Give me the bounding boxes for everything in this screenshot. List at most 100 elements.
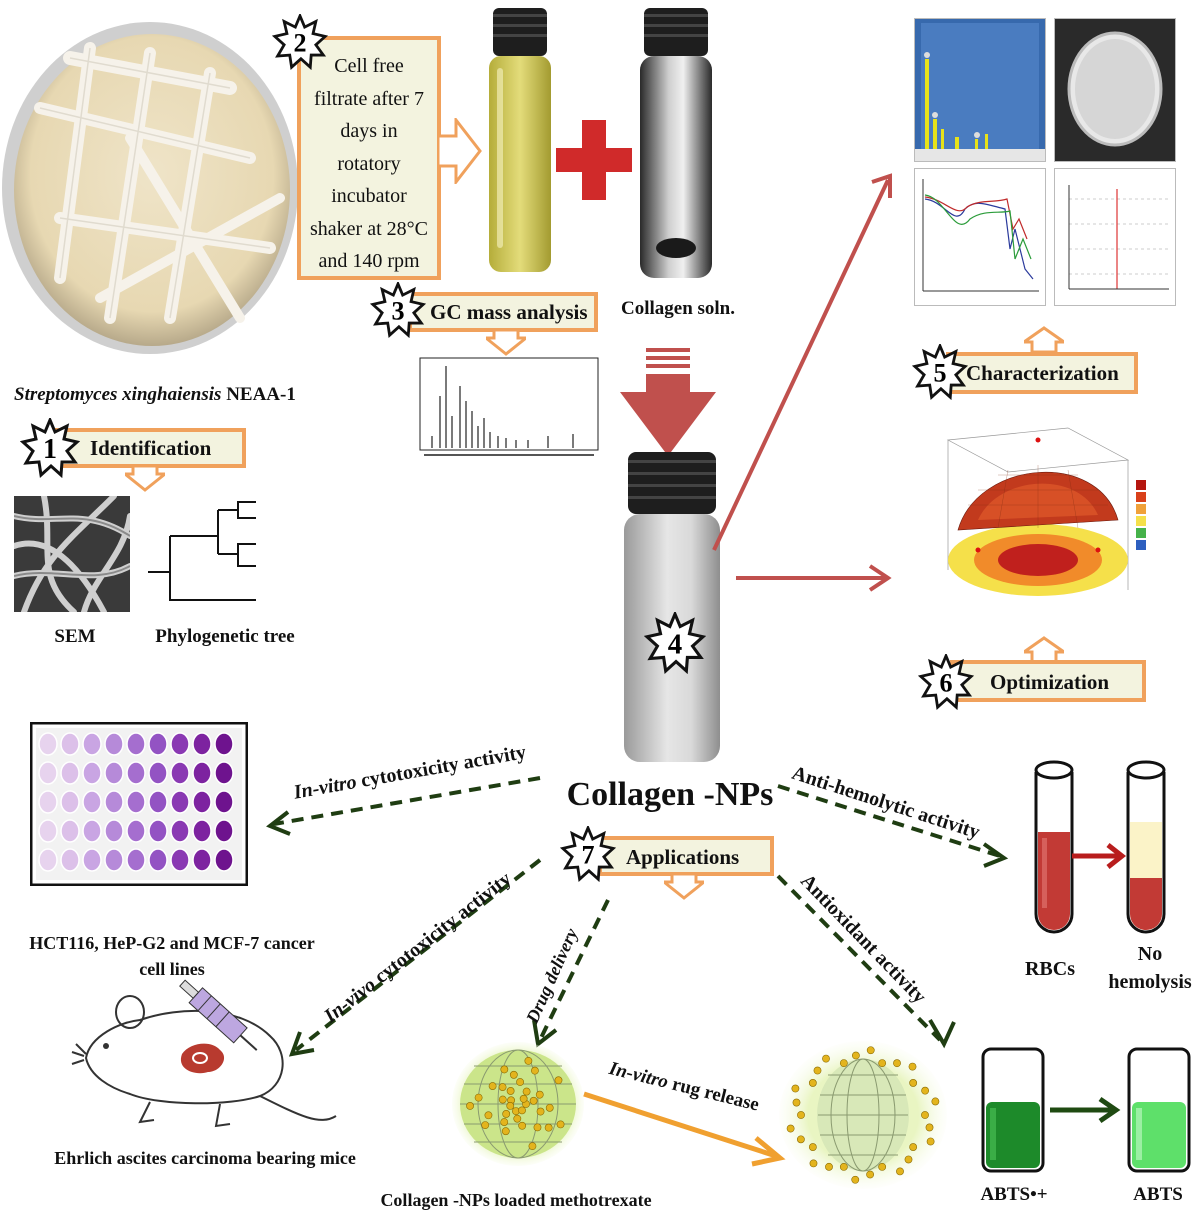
identification-down-arrow xyxy=(125,466,165,492)
drug-dot xyxy=(513,1114,522,1123)
plate-well xyxy=(148,848,168,872)
plate-well xyxy=(104,819,124,843)
released-drug-dot xyxy=(822,1054,830,1063)
sem-caption: SEM xyxy=(54,626,96,647)
drug-dot xyxy=(518,1106,526,1115)
plate-well xyxy=(82,848,102,872)
plate-well xyxy=(60,790,80,814)
sem-image xyxy=(14,496,130,612)
loaded-nanoparticle-image xyxy=(452,1042,584,1166)
abts-caption: ABTS xyxy=(1133,1184,1183,1205)
phylogenetic-tree-image xyxy=(148,501,256,601)
released-drug-dot xyxy=(866,1046,875,1055)
mouse-injection-image xyxy=(71,979,337,1128)
released-nanoparticle-image xyxy=(779,1041,947,1189)
plate-well xyxy=(192,819,212,843)
collagen-vial-image xyxy=(640,8,712,278)
plate-well xyxy=(148,790,168,814)
cell-lines-line: HCT116, HeP-G2 and MCF-7 cancer xyxy=(29,933,315,953)
released-drug-dot xyxy=(825,1162,833,1171)
released-drug-dot xyxy=(893,1059,901,1068)
drug-dot xyxy=(531,1066,539,1075)
step-4-badge: 4 xyxy=(644,612,706,674)
plate-well xyxy=(38,819,58,843)
drug-dot xyxy=(506,1087,515,1095)
no-hemolysis-caption: No hemolysis xyxy=(1100,940,1200,996)
step-2-text: Cell free filtrate after 7 days in rotat… xyxy=(300,50,438,278)
plate-well xyxy=(104,790,124,814)
plate-well xyxy=(214,848,234,872)
step-3-badge: 3 xyxy=(370,282,426,338)
step-2-badge: 2 xyxy=(272,14,328,70)
released-drug-dot xyxy=(921,1086,930,1095)
step-2-number: 2 xyxy=(293,28,306,57)
product-title: Collagen -NPs xyxy=(566,776,774,813)
released-drug-dot xyxy=(904,1155,913,1164)
plate-well xyxy=(192,790,212,814)
gc-chromatogram-image xyxy=(419,357,599,456)
drug-dot xyxy=(509,1070,518,1079)
drug-dot xyxy=(498,1095,507,1104)
organism-species: Streptomyces xinghaiensis xyxy=(14,384,222,405)
released-drug-dot xyxy=(878,1059,887,1068)
rbc-tube-image xyxy=(1034,760,1074,934)
plate-well xyxy=(60,761,80,785)
plate-well xyxy=(38,790,58,814)
no-hemolysis-line: No xyxy=(1137,943,1163,965)
plate-well xyxy=(148,819,168,843)
step-7-number: 7 xyxy=(581,840,594,869)
step-6-badge: 6 xyxy=(918,654,974,710)
abts-radical-caption: ABTS•+ xyxy=(980,1184,1048,1205)
released-drug-dot xyxy=(813,1066,822,1075)
step-4-number: 4 xyxy=(668,628,682,660)
released-drug-dot xyxy=(866,1170,875,1179)
plus-icon xyxy=(556,120,632,200)
drug-dot xyxy=(466,1102,474,1110)
plate-well xyxy=(104,761,124,785)
drug-dot xyxy=(502,1110,511,1118)
released-drug-dot xyxy=(786,1124,795,1133)
step-5-number: 5 xyxy=(933,358,946,387)
released-drug-dot xyxy=(851,1175,860,1184)
plate-well xyxy=(214,732,234,756)
step-1-badge: 1 xyxy=(20,418,80,478)
plate-well xyxy=(170,848,190,872)
plate-well xyxy=(126,848,146,872)
optimization-label: Optimization xyxy=(990,670,1109,694)
drug-dot xyxy=(500,1118,509,1126)
step-2-line: Cell free xyxy=(334,55,404,77)
abts-vial-image xyxy=(1127,1047,1191,1173)
released-drug-dot xyxy=(796,1135,805,1144)
drug-dot xyxy=(556,1120,565,1129)
released-drug-dot xyxy=(808,1079,817,1087)
released-drug-dot xyxy=(908,1062,917,1071)
drug-dot xyxy=(501,1127,510,1136)
applications-label: Applications xyxy=(626,845,740,869)
hemolysis-arrow xyxy=(1072,843,1127,869)
characterization-box xyxy=(946,352,1138,394)
step-2-line: shaker at 28°C xyxy=(310,217,428,240)
released-drug-dot xyxy=(839,1059,848,1068)
drug-dot xyxy=(535,1090,544,1099)
cell-lines-caption: HCT116, HeP-G2 and MCF-7 cancer cell lin… xyxy=(12,930,332,982)
mice-caption: Ehrlich ascites carcinoma bearing mice xyxy=(54,1148,356,1168)
drug-dot xyxy=(474,1093,483,1102)
step-2-line: rotatory xyxy=(337,152,401,175)
plate-well xyxy=(82,790,102,814)
step-2-line: and 140 rpm xyxy=(318,250,420,272)
edx-spectrum-panel xyxy=(914,18,1046,162)
gc-mass-label: GC mass analysis xyxy=(430,300,588,324)
step-1-number: 1 xyxy=(43,434,57,465)
plate-well xyxy=(170,761,190,785)
abts-radical-vial-image xyxy=(981,1047,1045,1173)
released-drug-dot xyxy=(909,1079,918,1087)
organism-strain: NEAA-1 xyxy=(226,384,296,405)
identification-label: Identification xyxy=(90,436,212,460)
drug-dot xyxy=(500,1065,509,1074)
released-drug-dot xyxy=(909,1143,918,1151)
released-drug-dot xyxy=(851,1051,860,1060)
step-3-number: 3 xyxy=(391,296,404,325)
step-2-line: days in xyxy=(340,120,398,142)
drug-dot xyxy=(524,1056,533,1065)
